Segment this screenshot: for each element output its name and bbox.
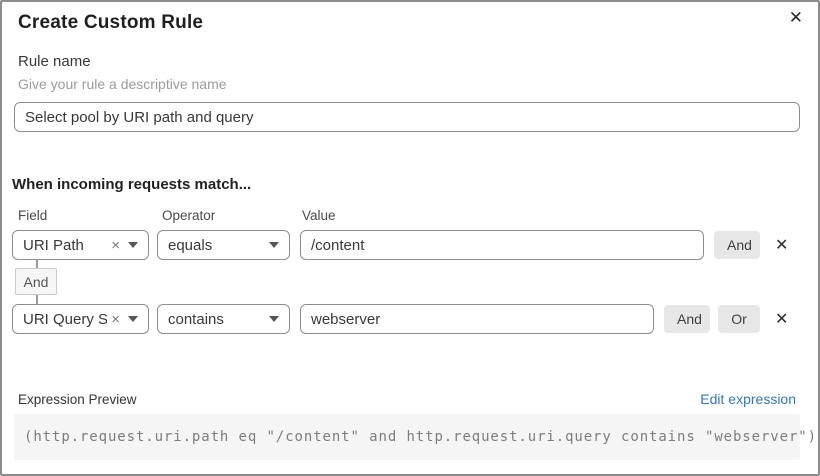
- clear-icon[interactable]: ×: [111, 310, 120, 328]
- field-select-row2-value: URI Query St...: [23, 310, 108, 328]
- chevron-down-icon[interactable]: [128, 316, 138, 322]
- rule-name-input[interactable]: [14, 102, 800, 132]
- chevron-down-icon[interactable]: [128, 242, 138, 248]
- value-column-label: Value: [302, 208, 336, 223]
- close-icon[interactable]: ✕: [788, 8, 803, 27]
- operator-select-row2-value: contains: [168, 310, 224, 328]
- expression-preview-block: (http.request.uri.path eq "/content" and…: [14, 414, 816, 460]
- expression-preview-label: Expression Preview: [18, 392, 137, 407]
- chevron-down-icon[interactable]: [269, 316, 279, 322]
- operator-select-row1[interactable]: equals: [157, 230, 290, 260]
- operator-select-row2[interactable]: contains: [157, 304, 290, 334]
- field-select-row1[interactable]: URI Path ×: [12, 230, 149, 260]
- page-title: Create Custom Rule: [18, 12, 204, 33]
- field-column-label: Field: [18, 208, 48, 223]
- rule-name-label: Rule name: [18, 53, 91, 70]
- connector-line: [36, 295, 38, 304]
- edit-expression-link[interactable]: Edit expression: [700, 391, 796, 407]
- connector-line: [36, 260, 38, 268]
- rule-name-hint: Give your rule a descriptive name: [18, 76, 227, 92]
- value-input-row1[interactable]: [300, 230, 704, 260]
- clear-icon[interactable]: ×: [111, 236, 120, 254]
- operator-column-label: Operator: [162, 208, 216, 223]
- and-connector-badge: And: [15, 268, 57, 295]
- add-or-condition-button-row2[interactable]: Or: [718, 305, 760, 333]
- field-select-row1-value: URI Path: [23, 236, 84, 254]
- value-input-row2[interactable]: [300, 304, 654, 334]
- operator-select-row1-value: equals: [168, 236, 213, 254]
- expression-code: (http.request.uri.path eq "/content" and…: [24, 429, 817, 445]
- field-select-row2[interactable]: URI Query St... ×: [12, 304, 149, 334]
- add-and-condition-button-row2[interactable]: And: [664, 305, 710, 333]
- add-and-condition-button-row1[interactable]: And: [714, 231, 760, 259]
- delete-row1-icon[interactable]: ✕: [775, 237, 789, 254]
- delete-row2-icon[interactable]: ✕: [775, 311, 789, 328]
- match-heading: When incoming requests match...: [12, 176, 252, 193]
- chevron-down-icon[interactable]: [269, 242, 279, 248]
